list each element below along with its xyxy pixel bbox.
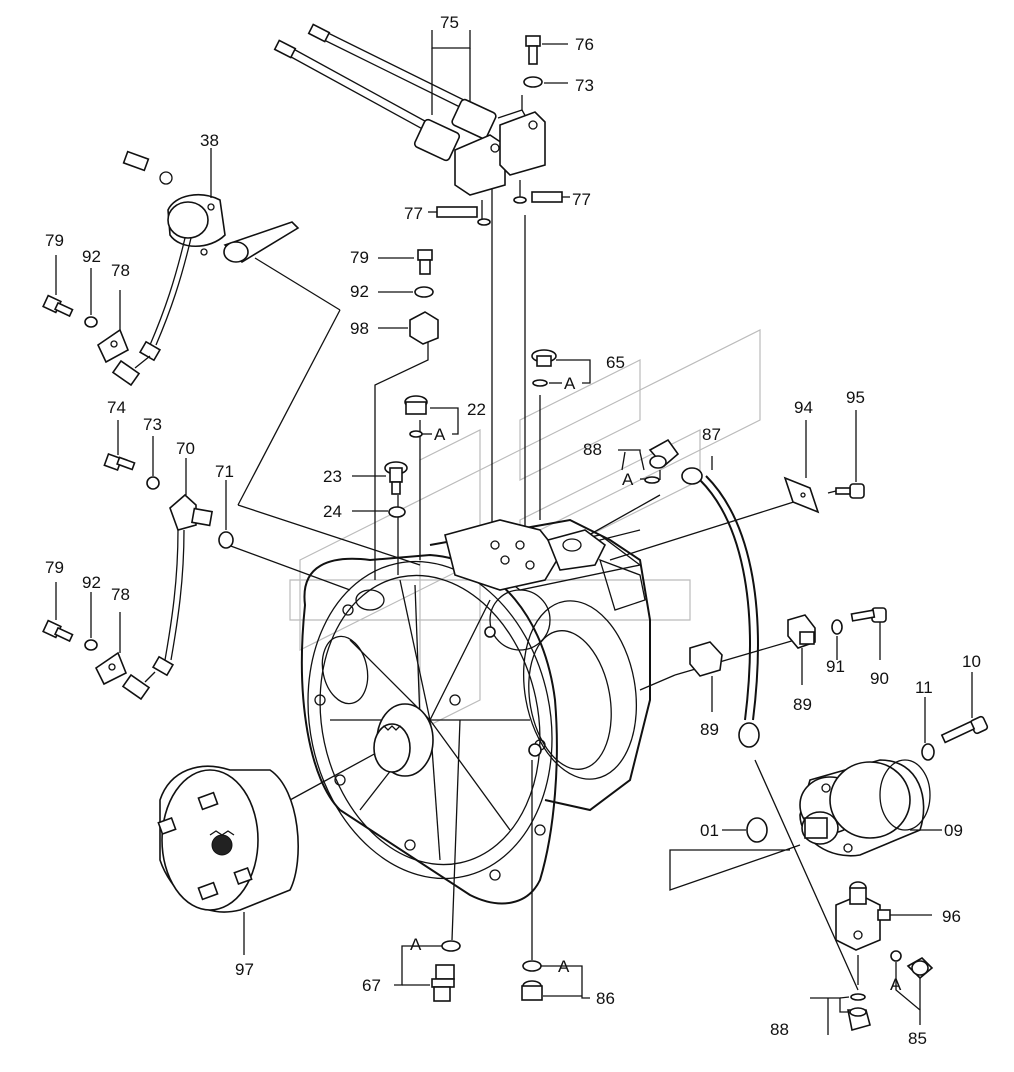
screw-95 bbox=[827, 410, 865, 499]
label-92-bottom: 92 bbox=[82, 573, 101, 592]
sensor-67 bbox=[394, 940, 461, 1002]
plug-22 bbox=[404, 395, 459, 438]
label-65-a: A bbox=[564, 374, 576, 393]
label-24: 24 bbox=[323, 502, 342, 521]
label-79-middle: 79 bbox=[350, 248, 369, 267]
label-70: 70 bbox=[176, 439, 195, 458]
solenoid-valve-assembly bbox=[273, 23, 546, 196]
bolt-90 bbox=[850, 607, 887, 660]
label-91: 91 bbox=[826, 657, 845, 676]
label-77-left: 77 bbox=[404, 204, 423, 223]
label-85: 85 bbox=[908, 1029, 927, 1048]
sensor-70 bbox=[121, 458, 214, 701]
label-78-bottom: 78 bbox=[111, 585, 130, 604]
label-09: 09 bbox=[944, 821, 963, 840]
label-79-bottom: 79 bbox=[45, 558, 64, 577]
plate-94 bbox=[783, 420, 820, 514]
washer-73-top bbox=[523, 76, 568, 88]
fitting-88-bottom bbox=[810, 993, 871, 1035]
plug-85 bbox=[890, 950, 934, 1025]
bolt-79-lower-left bbox=[42, 582, 74, 643]
label-88-bottom: 88 bbox=[770, 1020, 789, 1039]
clamp-78-upper bbox=[96, 290, 130, 364]
label-94: 94 bbox=[794, 398, 813, 417]
label-87: 87 bbox=[702, 425, 721, 444]
bolt-76 bbox=[525, 35, 568, 65]
label-86: 86 bbox=[596, 989, 615, 1008]
pump-housing bbox=[300, 518, 651, 905]
bolt-79-upper-left bbox=[42, 255, 74, 318]
washer-92-upper bbox=[84, 268, 98, 328]
label-78-top: 78 bbox=[111, 261, 130, 280]
o-ring-71 bbox=[218, 480, 234, 549]
label-22-a: A bbox=[434, 425, 446, 444]
label-89-right: 89 bbox=[793, 695, 812, 714]
label-89-left: 89 bbox=[700, 720, 719, 739]
plug-65 bbox=[531, 349, 591, 387]
label-73-top: 73 bbox=[575, 76, 594, 95]
bolt-79-middle bbox=[378, 249, 433, 275]
label-79-top: 79 bbox=[45, 231, 64, 250]
plug-23 bbox=[352, 461, 408, 495]
angle-sensor-38 bbox=[111, 150, 300, 387]
label-71: 71 bbox=[215, 462, 234, 481]
label-73-left: 73 bbox=[143, 415, 162, 434]
label-88-top: 88 bbox=[583, 440, 602, 459]
label-75: 75 bbox=[440, 13, 459, 32]
bracket-89-left bbox=[689, 641, 723, 712]
washer-91 bbox=[831, 619, 843, 660]
label-01: 01 bbox=[700, 821, 719, 840]
clamp-78-lower bbox=[94, 612, 128, 686]
label-76: 76 bbox=[575, 35, 594, 54]
label-90: 90 bbox=[870, 669, 889, 688]
label-77-right: 77 bbox=[572, 190, 591, 209]
o-ring-24 bbox=[352, 506, 406, 518]
pipe-87 bbox=[681, 456, 760, 748]
label-22: 22 bbox=[467, 400, 486, 419]
label-23: 23 bbox=[323, 467, 342, 486]
label-98: 98 bbox=[350, 319, 369, 338]
label-85-a: A bbox=[890, 975, 902, 994]
label-88-a: A bbox=[622, 470, 634, 489]
o-ring-01 bbox=[722, 817, 768, 843]
gear-pump-09 bbox=[799, 759, 942, 857]
part-labels: 75 76 73 38 77 77 79 92 78 79 92 98 65 A… bbox=[45, 13, 981, 1048]
washer-11 bbox=[921, 697, 935, 761]
label-92-middle: 92 bbox=[350, 282, 369, 301]
label-67: 67 bbox=[362, 976, 381, 995]
label-97: 97 bbox=[235, 960, 254, 979]
washer-92-lower bbox=[84, 592, 98, 651]
label-96: 96 bbox=[942, 907, 961, 926]
label-10: 10 bbox=[962, 652, 981, 671]
bolt-10 bbox=[940, 672, 989, 744]
washer-92-middle bbox=[378, 286, 434, 298]
bracket-98 bbox=[378, 311, 439, 345]
label-11: 11 bbox=[915, 678, 933, 697]
label-67-a: A bbox=[410, 935, 422, 954]
valve-96 bbox=[835, 881, 932, 951]
label-38: 38 bbox=[200, 131, 219, 150]
watermark bbox=[289, 329, 761, 731]
label-65: 65 bbox=[606, 353, 625, 372]
bolt-74 bbox=[103, 420, 136, 472]
label-74: 74 bbox=[107, 398, 126, 417]
orifice-77 bbox=[428, 191, 570, 226]
label-95: 95 bbox=[846, 388, 865, 407]
bracket-89-right bbox=[787, 614, 816, 685]
elbow-88-top bbox=[618, 438, 680, 484]
washer-73-left bbox=[146, 436, 160, 490]
label-86-a: A bbox=[558, 957, 570, 976]
plug-86 bbox=[521, 960, 590, 1001]
coupling-97 bbox=[157, 765, 299, 955]
label-92-top: 92 bbox=[82, 247, 101, 266]
